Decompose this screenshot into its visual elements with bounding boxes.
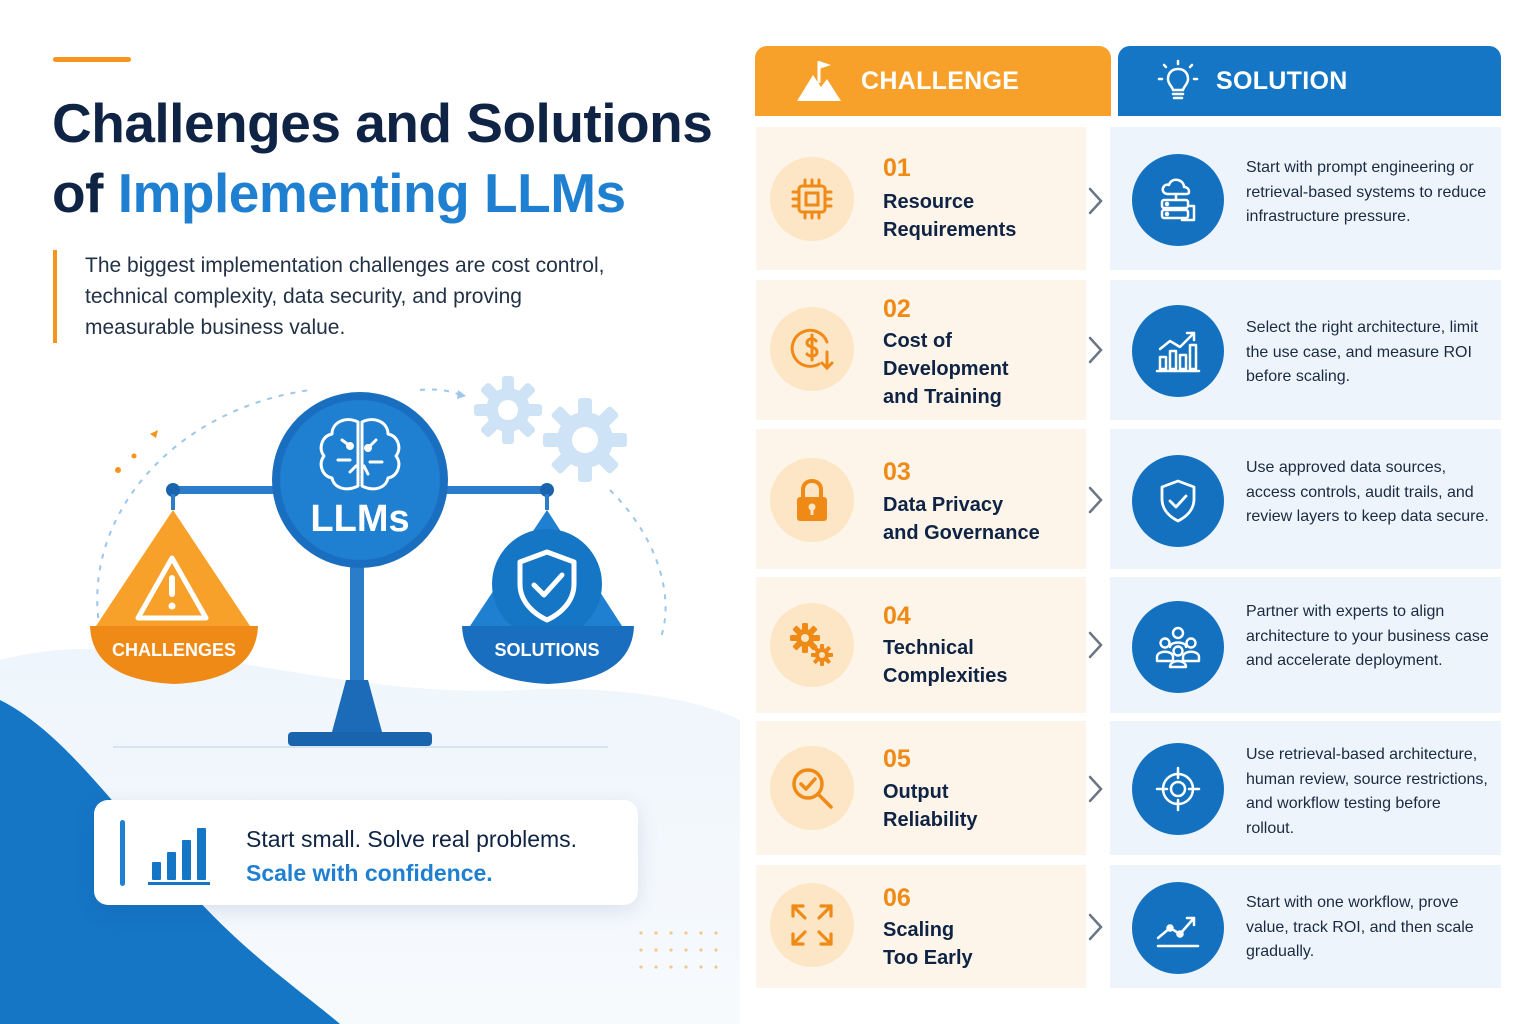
solution-card-06: Start with one workflow, prove value, tr… — [1110, 865, 1501, 988]
cta-text: Start small. Solve real problems. Scale … — [246, 822, 577, 890]
title-line-2-prefix: of — [52, 162, 118, 224]
challenge-number: 04 — [883, 602, 911, 630]
title-line-2-highlight: Implementing LLMs — [117, 162, 626, 224]
challenge-number: 06 — [883, 884, 911, 912]
cta-line-2: Scale with confidence. — [246, 860, 493, 886]
challenge-icon-badge — [770, 603, 854, 687]
cta-accent-bar — [120, 820, 125, 886]
shield-check-icon — [1160, 479, 1196, 523]
cta-card: Start small. Solve real problems. Scale … — [94, 800, 638, 905]
growth-chart-icon — [1155, 331, 1201, 373]
page-title: Challenges and Solutions of Implementing… — [52, 88, 752, 228]
mountain-flag-icon — [797, 61, 841, 101]
balance-scale-illustration — [90, 376, 667, 748]
solution-column-header: SOLUTION — [1118, 46, 1501, 116]
challenge-column-header: CHALLENGE — [755, 46, 1111, 116]
dollar-down-icon — [790, 328, 834, 371]
target-icon — [1155, 766, 1201, 812]
challenge-icon-badge — [770, 157, 854, 241]
cta-line-1: Start small. Solve real problems. — [246, 826, 578, 852]
solution-text: Start with prompt engineering or retriev… — [1246, 159, 1487, 225]
challenge-icon-badge — [770, 307, 854, 391]
solution-text: Partner with experts to align architectu… — [1246, 603, 1489, 669]
cloud-server-icon — [1160, 178, 1196, 222]
trend-line-icon — [1156, 916, 1200, 948]
solution-text: Start with one workflow, prove value, tr… — [1246, 894, 1474, 960]
chevron-right-icon — [1088, 913, 1103, 941]
expand-arrows-icon — [791, 904, 833, 946]
chevron-right-icon — [1088, 336, 1103, 364]
solution-text: Use approved data sources, access contro… — [1246, 459, 1489, 525]
bar-chart-icon — [148, 828, 210, 885]
solutions-pan-label: SOLUTIONS — [494, 640, 600, 660]
solution-icon-circle — [1132, 743, 1224, 835]
chevron-right-icon — [1088, 775, 1103, 803]
chevron-right-icon — [1088, 187, 1103, 215]
challenge-icon-badge — [770, 883, 854, 967]
solution-text: Use retrieval-based architecture, human … — [1246, 746, 1488, 837]
title-accent-line — [53, 57, 131, 62]
solution-card-04: Partner with experts to align architectu… — [1110, 577, 1501, 713]
dot-pattern-decoration — [639, 931, 718, 969]
solution-column-label: SOLUTION — [1216, 66, 1348, 95]
intro-text: The biggest implementation challenges ar… — [53, 250, 613, 343]
gear-icon — [543, 398, 627, 482]
challenge-number: 01 — [883, 154, 911, 182]
lightbulb-icon — [1157, 59, 1199, 100]
gear-icon — [474, 376, 542, 444]
challenge-number: 03 — [883, 458, 911, 486]
challenge-number: 05 — [883, 745, 911, 773]
solution-icon-circle — [1132, 601, 1224, 693]
challenge-column-label: CHALLENGE — [861, 66, 1020, 95]
team-icon — [1155, 626, 1201, 669]
solution-text: Select the right architecture, limit the… — [1246, 319, 1479, 385]
title-line-1: Challenges and Solutions — [52, 92, 713, 154]
solution-icon-circle — [1132, 455, 1224, 547]
solution-card-02: Select the right architecture, limit the… — [1110, 280, 1501, 420]
solution-icon-circle — [1132, 305, 1224, 397]
challenge-icon-badge — [770, 746, 854, 830]
brain-icon — [319, 418, 401, 491]
solution-card-03: Use approved data sources, access contro… — [1110, 429, 1501, 569]
chevron-right-icon — [1088, 631, 1103, 659]
challenge-number: 02 — [883, 295, 911, 323]
cpu-chip-icon — [791, 178, 833, 220]
challenges-pan-label: CHALLENGES — [111, 640, 236, 660]
solution-card-01: Start with prompt engineering or retriev… — [1110, 127, 1501, 270]
gears-icon — [790, 623, 833, 666]
lock-icon — [797, 478, 827, 521]
solution-card-05: Use retrieval-based architecture, human … — [1110, 721, 1501, 855]
solution-icon-circle — [1132, 154, 1224, 246]
chevron-right-icon — [1088, 486, 1103, 514]
magnifier-check-icon — [792, 768, 833, 809]
llm-label: LLMs — [310, 498, 410, 540]
challenge-icon-badge — [770, 458, 854, 542]
solution-icon-circle — [1132, 882, 1224, 974]
